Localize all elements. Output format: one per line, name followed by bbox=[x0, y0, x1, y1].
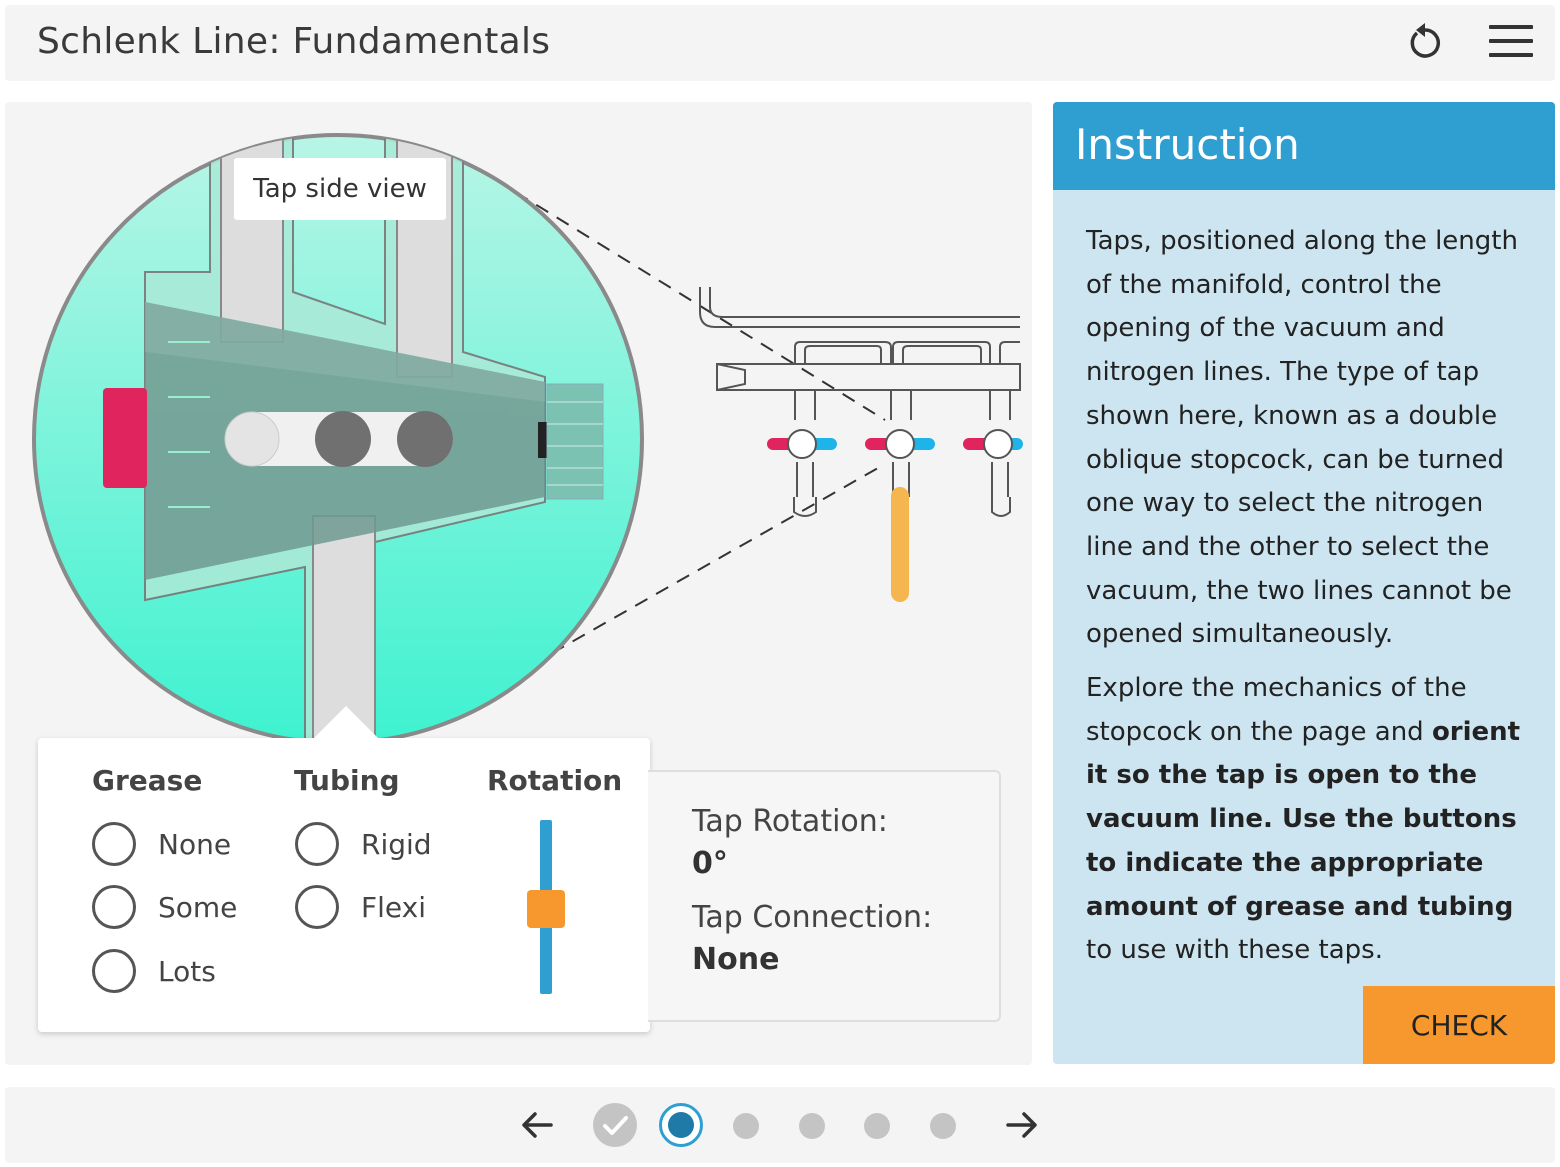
page-title: Schlenk Line: Fundamentals bbox=[37, 21, 551, 62]
grease-option-some[interactable]: Some bbox=[92, 885, 237, 929]
instruction-emphasis: orient it so the tap is open to the vacu… bbox=[1086, 716, 1521, 922]
page-dot[interactable] bbox=[799, 1113, 825, 1139]
page-dot-completed[interactable] bbox=[593, 1103, 637, 1147]
option-label: Lots bbox=[158, 954, 216, 988]
page-dot[interactable] bbox=[864, 1113, 890, 1139]
radio-button[interactable] bbox=[92, 885, 136, 929]
arrow-left-icon[interactable] bbox=[519, 1105, 559, 1145]
reset-icon[interactable] bbox=[1403, 19, 1447, 67]
tap-side-view-label: Tap side view bbox=[234, 158, 446, 220]
rotation-heading: Rotation bbox=[487, 764, 623, 797]
radio-button[interactable] bbox=[92, 949, 136, 993]
stopcock-illustration bbox=[32, 133, 1023, 745]
arrow-right-icon[interactable] bbox=[1000, 1105, 1040, 1145]
page-dot[interactable] bbox=[930, 1113, 956, 1139]
check-button[interactable]: CHECK bbox=[1363, 986, 1555, 1064]
instruction-text: Taps, positioned along the length of the… bbox=[1086, 220, 1536, 983]
radio-button[interactable] bbox=[295, 885, 339, 929]
option-label: Rigid bbox=[361, 827, 432, 861]
instruction-text-run: to use with these taps. bbox=[1086, 935, 1383, 966]
tap-rotation-value: 0° bbox=[692, 846, 728, 881]
manifold bbox=[699, 287, 1021, 517]
top-bar: Schlenk Line: Fundamentals bbox=[5, 5, 1555, 81]
controls-panel: Grease Tubing Rotation None Some Lots Ri… bbox=[38, 706, 650, 1032]
simulation-stage: Tap side view Grease Tubing Rotation Non… bbox=[5, 102, 1032, 1065]
page-dot[interactable] bbox=[733, 1113, 759, 1139]
tap-rotation-label: Tap Rotation: bbox=[692, 804, 888, 839]
instruction-text-run: Explore the mechanics of the stopcock on… bbox=[1086, 673, 1467, 747]
option-label: Flexi bbox=[361, 890, 426, 924]
tap-connection-value: None bbox=[692, 942, 780, 977]
instruction-header: Instruction bbox=[1053, 102, 1555, 190]
instruction-panel: Instruction Taps, positioned along the l… bbox=[1053, 102, 1555, 1064]
tubing-option-flexi[interactable]: Flexi bbox=[295, 885, 426, 929]
radio-button[interactable] bbox=[92, 822, 136, 866]
tubing-option-rigid[interactable]: Rigid bbox=[295, 822, 432, 866]
page-dot-current[interactable] bbox=[659, 1103, 703, 1147]
grease-option-lots[interactable]: Lots bbox=[92, 949, 216, 993]
pagination-bar bbox=[5, 1087, 1555, 1163]
tap-connection-label: Tap Connection: bbox=[692, 900, 933, 935]
grease-option-none[interactable]: None bbox=[92, 822, 231, 866]
tubing-heading: Tubing bbox=[294, 764, 400, 797]
tap-status-box: Tap Rotation: 0° Tap Connection: None bbox=[648, 770, 1001, 1022]
hamburger-menu-icon[interactable] bbox=[1489, 25, 1535, 65]
rotation-slider-thumb[interactable] bbox=[527, 890, 565, 928]
option-label: None bbox=[158, 827, 232, 861]
manifold-taps bbox=[767, 429, 1023, 459]
instruction-heading: Instruction bbox=[1075, 120, 1300, 169]
option-label: Some bbox=[158, 890, 238, 924]
orange-tubing bbox=[891, 487, 909, 602]
radio-button[interactable] bbox=[295, 822, 339, 866]
instruction-paragraph: Explore the mechanics of the stopcock on… bbox=[1086, 667, 1536, 973]
grease-heading: Grease bbox=[92, 764, 203, 797]
instruction-paragraph: Taps, positioned along the length of the… bbox=[1086, 226, 1518, 650]
zoom-guide-line-top bbox=[474, 166, 886, 421]
check-icon bbox=[603, 1116, 628, 1135]
